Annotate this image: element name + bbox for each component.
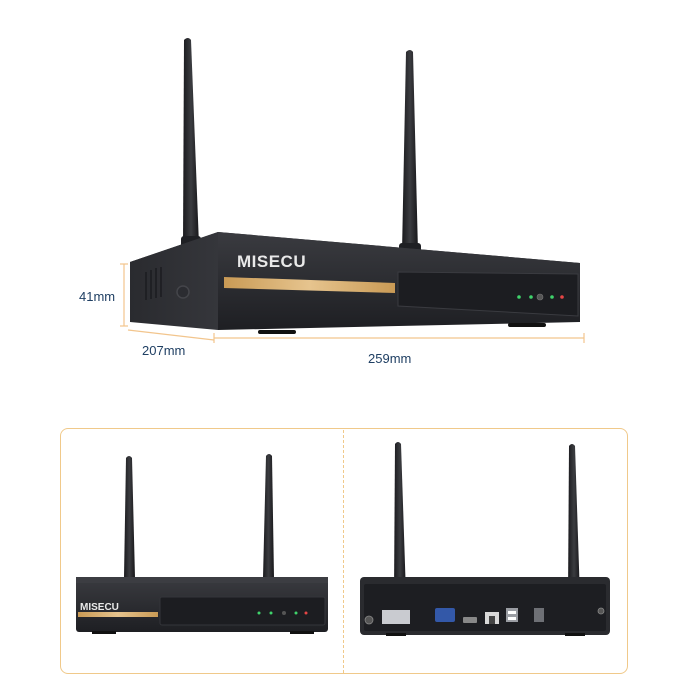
width-dimension-label: 259mm <box>368 351 412 366</box>
front-display-panel <box>397 271 579 317</box>
power-knob <box>176 285 190 299</box>
antenna-left <box>181 38 201 248</box>
brand-logo-thumbnail: MISECU <box>80 602 119 613</box>
nvr-rear-thumbnail <box>360 442 610 636</box>
nvr-front-thumbnail <box>76 454 328 634</box>
side-vent <box>145 267 162 300</box>
brand-logo: MISECU <box>237 252 306 271</box>
antenna-right <box>399 50 421 255</box>
depth-dimension-label: 207mm <box>142 343 186 358</box>
led-indicators <box>517 293 564 301</box>
device-foot <box>258 330 296 334</box>
device-foot <box>508 323 546 327</box>
thumbnail-divider <box>343 430 344 673</box>
height-dimension-label: 41mm <box>79 289 116 304</box>
thumbnail-frame <box>60 428 628 674</box>
device-left-side <box>130 232 218 330</box>
dimension-lines <box>120 263 585 343</box>
gold-accent-stripe <box>224 277 395 293</box>
